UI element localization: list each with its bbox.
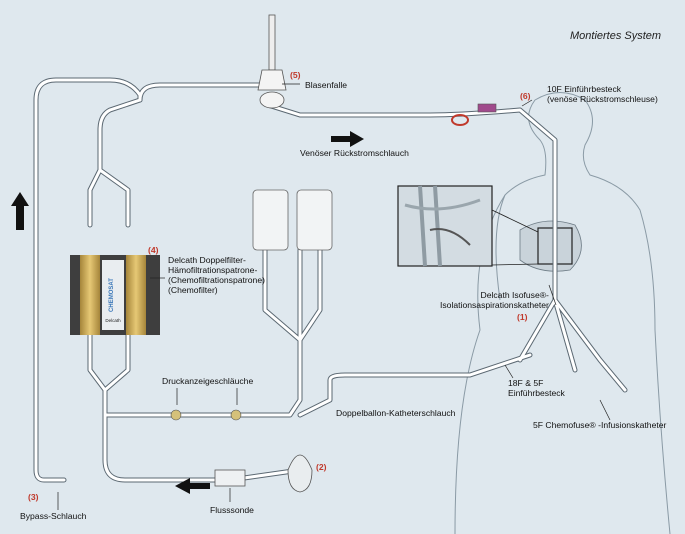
label-isofuse: Delcath Isofuse®- Isolationsaspirationsk… — [440, 290, 549, 310]
cartridge-maker: Delcath — [105, 318, 121, 323]
leader-lines — [57, 83, 611, 510]
label-einfuehrbesteck-line1: 10F Einführbesteck — [547, 84, 622, 94]
label-delcath-filter-line1: Delcath Doppelfilter- — [168, 255, 246, 265]
liver-illustration — [519, 220, 582, 272]
label-delcath-filter-line3: (Chemofiltrationspatrone) — [168, 275, 265, 285]
label-delcath-filter-line4: (Chemofilter) — [168, 285, 218, 295]
label-doppelballon: Doppelballon-Katheterschlauch — [336, 408, 456, 418]
label-einfuehrbesteck-18f-line1: 18F & 5F — [508, 378, 544, 388]
label-number-5: (5) — [290, 70, 301, 80]
label-isofuse-line1: Delcath Isofuse®- — [480, 290, 549, 300]
label-delcath-filter: Delcath Doppelfilter- Hämofiltrationspat… — [168, 255, 265, 295]
label-chemofuse: 5F Chemofuse® -Infusionskatheter — [533, 420, 667, 430]
filter-cartridges: CHEMOSAT Delcath — [70, 255, 160, 335]
label-einfuehrbesteck-10f: 10F Einführbesteck (venöse Rückstromschl… — [547, 84, 658, 104]
tubing-system — [33, 77, 628, 483]
label-delcath-filter-line2: Hämofiltrationspatrone- — [168, 265, 258, 275]
label-number-1: (1) — [517, 312, 528, 322]
reservoir — [287, 454, 313, 493]
diagram-title: Montiertes System — [570, 30, 662, 42]
label-number-4: (4) — [148, 245, 159, 255]
flow-arrows — [11, 131, 364, 494]
label-bypass: Bypass-Schlauch — [20, 511, 87, 521]
red-connector — [451, 103, 497, 126]
pressure-gauges — [170, 409, 242, 421]
patient-body-outline — [454, 92, 671, 534]
label-flusssonde: Flusssonde — [210, 505, 254, 515]
cartridge-brand: CHEMOSAT — [109, 278, 115, 312]
label-isofuse-line2: Isolationsaspirationskatheter — [440, 300, 549, 310]
label-venoeser-schlauch: Venöser Rückstromschlauch — [300, 148, 409, 158]
label-druckanzeige: Druckanzeigeschläuche — [162, 376, 254, 386]
label-einfuehrbesteck-18f: 18F & 5F Einführbesteck — [508, 378, 565, 398]
inset-magnified-view — [397, 185, 539, 267]
bubble-trap — [257, 14, 287, 109]
label-einfuehrbesteck-line2: (venöse Rückstromschleuse) — [547, 94, 658, 104]
label-einfuehrbesteck-18f-line2: Einführbesteck — [508, 388, 565, 398]
infusion-bags — [252, 189, 333, 251]
label-number-2: (2) — [316, 462, 327, 472]
label-number-6: (6) — [520, 91, 531, 101]
flow-probe — [214, 469, 246, 487]
label-number-3: (3) — [28, 492, 39, 502]
label-blasenfalle: Blasenfalle — [305, 80, 348, 90]
